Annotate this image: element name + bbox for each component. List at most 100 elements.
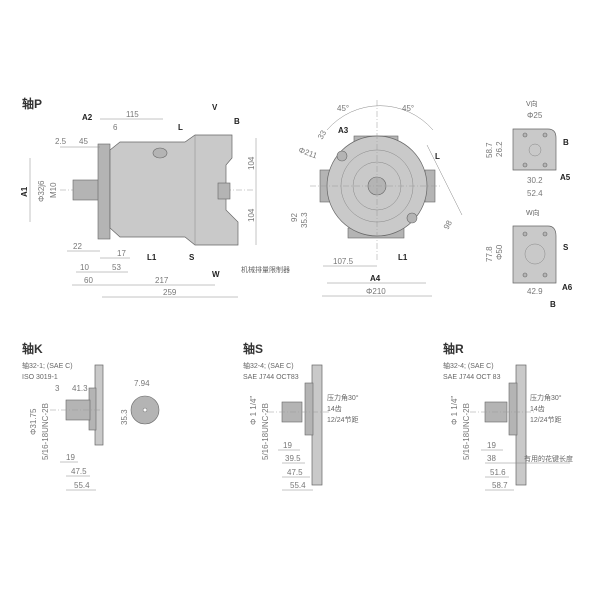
bolt-hole <box>542 272 548 278</box>
mounting-flange <box>97 143 111 240</box>
w-port-flange <box>512 225 557 284</box>
label-l1-front: L1 <box>398 253 408 262</box>
shaft-s-note-2: 14齿 <box>327 405 342 413</box>
dim-thread: 5/16-18UNC-2B <box>41 403 50 460</box>
bolt-hole <box>522 132 528 138</box>
shaft-s-note-1: 压力角30° <box>327 393 359 402</box>
dim-angle-right: 45° <box>402 104 414 113</box>
w-label-s: S <box>563 243 569 252</box>
dim-phi211: Φ211 <box>297 145 319 160</box>
dim-35-3-k: 35.3 <box>120 409 129 425</box>
bolt-hole <box>522 272 528 278</box>
limiter-note: 机械排量限制器 <box>241 265 290 274</box>
dim-angle-left: 45° <box>337 104 349 113</box>
dim-thread-s: 5/16-18UNC-2B <box>261 403 270 460</box>
dim-92: 92 <box>290 213 299 222</box>
shaft-p-side-view: 轴P A2 115 6 2.5 45 L V B A1 Φ32j6 M10 10… <box>20 96 290 298</box>
dim-6: 6 <box>113 123 118 132</box>
dim-phi210: Φ210 <box>366 287 386 296</box>
port-a3 <box>336 150 348 162</box>
angle-arc <box>326 105 434 131</box>
shaft-r-note-3: 12/24节距 <box>530 416 562 424</box>
bolt-hole <box>522 231 528 237</box>
bolt-hole <box>522 162 528 168</box>
dim-19: 19 <box>66 453 75 462</box>
v-label-b: B <box>563 138 569 147</box>
w-view: W向 77.8 Φ50 S A6 42.9 B <box>485 208 573 309</box>
limiter-screw <box>217 182 231 200</box>
dim-22: 22 <box>73 242 82 251</box>
dim-217: 217 <box>155 276 169 285</box>
dim-phi-r: Φ 1 1/4" <box>450 396 459 425</box>
shaft-r-line1: 轴32-4; (SAE C) <box>443 361 494 370</box>
label-l-front: L <box>435 152 440 161</box>
dim-phi31-75: Φ31.75 <box>29 408 38 435</box>
dim-38: 38 <box>487 454 496 463</box>
shaft-s-note-3: 12/24节距 <box>327 416 359 424</box>
v-view-title: V向 <box>526 99 538 108</box>
v-port-flange <box>512 128 557 171</box>
dim-phi32: Φ32j6 <box>37 180 46 202</box>
dim-10: 10 <box>80 263 89 272</box>
port-bore <box>524 243 546 265</box>
port-l1 <box>406 212 418 224</box>
dim-phi25: Φ25 <box>527 111 543 120</box>
dim-19-r: 19 <box>487 441 496 450</box>
dim-58-7-r: 58.7 <box>492 481 508 490</box>
dim-m10: M10 <box>49 182 58 198</box>
shaft-r-note-1: 压力角30° <box>530 393 562 402</box>
label-v: V <box>212 103 218 112</box>
dim-35-3: 35.3 <box>300 212 309 228</box>
shaft-k-title: 轴K <box>22 341 43 356</box>
dim-47-5: 47.5 <box>71 467 87 476</box>
label-s: S <box>189 253 195 262</box>
flange <box>515 364 527 486</box>
shaft-k-line2: ISO 3019-1 <box>22 374 58 381</box>
dim-53: 53 <box>112 263 121 272</box>
pilot <box>508 382 518 436</box>
dim-33: 33 <box>316 128 329 141</box>
dim-line <box>426 144 463 216</box>
label-l: L <box>178 123 183 132</box>
label-a1: A1 <box>20 186 29 197</box>
dim-phi50: Φ50 <box>495 244 504 260</box>
center-hole <box>142 407 148 413</box>
shaft-p-front-view: 45° 45° 33 A3 Φ211 L 92 35.3 98 L1 107.5… <box>290 100 463 297</box>
dim-77-8: 77.8 <box>485 246 494 262</box>
dim-98: 98 <box>442 218 454 231</box>
shaft-s-section: 轴S 轴32-4; (SAE C) SAE J744 OCT83 压力角30° … <box>243 341 359 491</box>
label-b: B <box>234 117 240 126</box>
flange <box>311 364 323 486</box>
pump-housing <box>109 134 239 246</box>
dim-107-5: 107.5 <box>333 257 354 266</box>
label-a2: A2 <box>82 113 93 122</box>
shaft-p-title: 轴P <box>22 96 42 111</box>
bolt-hole <box>542 162 548 168</box>
shaft <box>72 179 100 201</box>
dim-19-s: 19 <box>283 441 292 450</box>
port-l <box>152 147 168 159</box>
shaft-r-section: 轴R 轴32-4; (SAE C) SAE J744 OCT 83 压力角30°… <box>443 341 573 491</box>
spline-length-note: 有用的花键长度 <box>524 454 573 463</box>
dim-41-3: 41.3 <box>72 384 88 393</box>
dim-58-7: 58.7 <box>485 142 494 158</box>
shaft-s-line2: SAE J744 OCT83 <box>243 374 299 381</box>
bolt-hole <box>542 132 548 138</box>
label-w: W <box>212 270 220 279</box>
shaft-k-line1: 轴32-1; (SAE C) <box>22 361 73 370</box>
dim-104-bottom: 104 <box>247 208 256 222</box>
dim-2-5: 2.5 <box>55 137 67 146</box>
dim-55-4: 55.4 <box>74 481 90 490</box>
shaft-s-line1: 轴32-4; (SAE C) <box>243 361 294 370</box>
label-a6: A6 <box>562 283 573 292</box>
bolt-hole <box>542 231 548 237</box>
w-label-b: B <box>550 300 556 309</box>
dim-30-2: 30.2 <box>527 176 543 185</box>
shaft-r-note-2: 14齿 <box>530 405 545 413</box>
dim-26-2: 26.2 <box>495 141 504 157</box>
shaft-r-title: 轴R <box>443 341 464 356</box>
label-a3: A3 <box>338 126 349 135</box>
pilot <box>304 382 314 436</box>
